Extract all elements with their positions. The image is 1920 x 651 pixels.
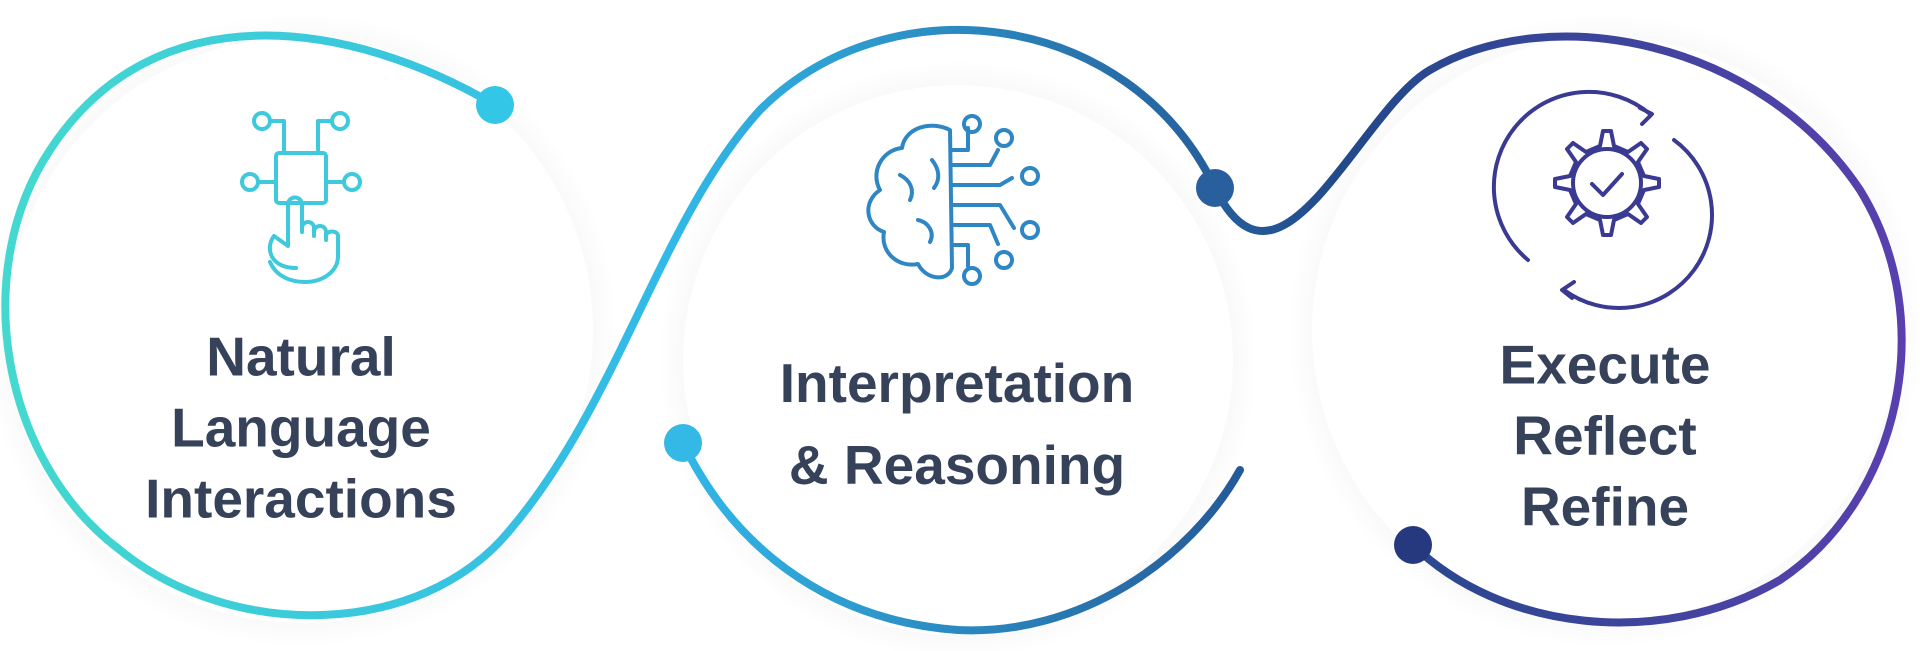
step-2-line-1: Interpretation [779, 352, 1135, 414]
endpoint-dot-1 [476, 86, 514, 124]
chip-touch-icon [240, 111, 362, 284]
middle-bottom-arc [679, 439, 1244, 635]
step-3-line-1: Execute [1499, 333, 1711, 396]
endpoint-dot-3 [664, 424, 702, 462]
endpoint-dot-4 [1394, 526, 1432, 564]
step-label-natural-language: Natural Language Interactions [145, 322, 457, 535]
endpoint-dot-2 [1196, 169, 1234, 207]
circle-bg-3 [1312, 37, 1898, 623]
step-label-interpretation: Interpretation & Reasoning [780, 342, 1134, 506]
wave-connector-path [1, 26, 1906, 627]
step-label-execute: Execute Reflect Refine [1500, 330, 1711, 543]
step-1-line-2: Language [171, 396, 431, 459]
circle-bg-1 [7, 37, 593, 623]
step-1-line-3: Interactions [145, 467, 457, 530]
circle-bg-2 [683, 85, 1233, 635]
brain-circuit-icon [866, 114, 1040, 286]
step-3-line-3: Refine [1520, 475, 1690, 538]
step-2-line-2: & Reasoning [788, 434, 1126, 496]
step-1-line-1: Natural [206, 325, 396, 388]
gear-check-cycle-icon [1491, 89, 1715, 310]
step-3-line-2: Reflect [1513, 404, 1697, 467]
